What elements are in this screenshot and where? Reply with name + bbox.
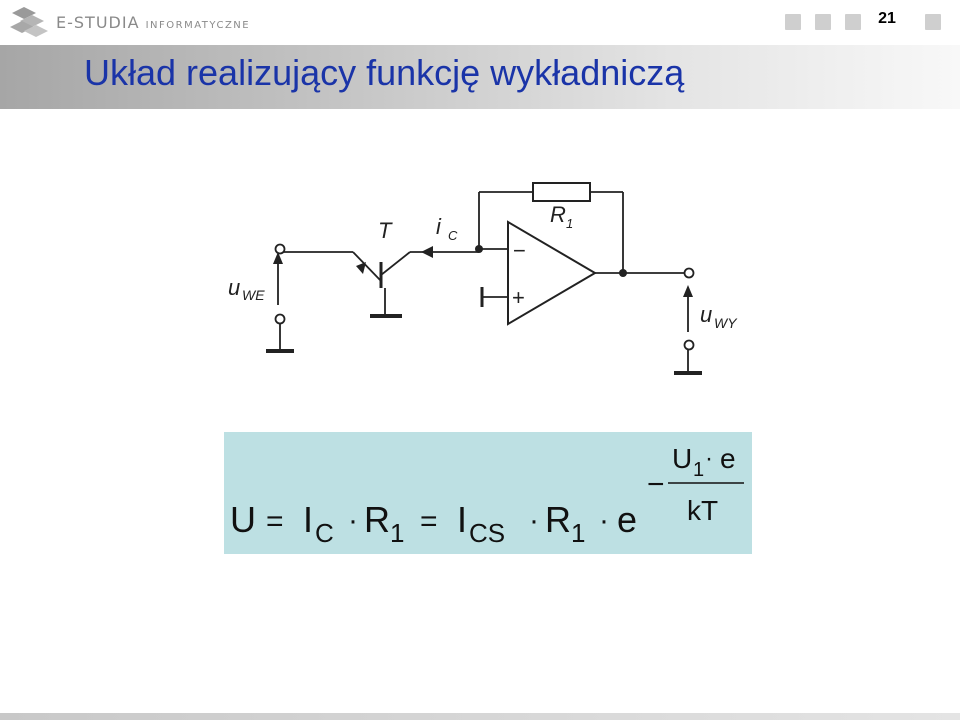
formula-box: U = I C · R 1 = I CS · R 1 · e − U 1 · e… xyxy=(224,432,752,554)
output-terminal-bottom xyxy=(683,339,695,351)
input-voltage-arrowhead xyxy=(273,252,283,264)
emitter-arrowhead xyxy=(356,262,366,274)
formula-I: I xyxy=(303,499,313,540)
formula-e: e xyxy=(617,499,637,540)
input-terminal-bottom xyxy=(274,313,286,325)
output-voltage-label: u xyxy=(700,302,712,327)
formula-eq-1: = xyxy=(266,505,284,538)
nav-first-button[interactable] xyxy=(785,14,801,30)
page-number: 21 xyxy=(878,10,896,27)
junction-dot-input xyxy=(475,245,483,253)
output-ground-icon xyxy=(674,371,702,375)
output-voltage-sub: WY xyxy=(714,315,738,331)
formula-exp-U-sub: 1 xyxy=(693,459,704,481)
junction-dot-output xyxy=(619,269,627,277)
output-terminal-top xyxy=(683,267,695,279)
base-ground-icon xyxy=(370,314,402,318)
formula-R-sub: 1 xyxy=(390,518,404,548)
formula-exp-denominator: kT xyxy=(687,495,718,526)
bottom-bar xyxy=(0,713,960,720)
slide-title: Układ realizujący funkcję wykładniczą xyxy=(84,52,685,93)
nav-next-button[interactable] xyxy=(845,14,861,30)
title-bar xyxy=(0,45,960,109)
formula: U = I C · R 1 = I CS · R 1 · e − U 1 · e… xyxy=(230,443,744,548)
collector-current-sub: C xyxy=(448,228,458,243)
resistor-r1 xyxy=(532,182,591,202)
formula-exp-minus: − xyxy=(647,468,665,501)
input-terminal-top xyxy=(274,243,286,255)
collector-current-label: i xyxy=(436,214,442,239)
resistor-sub: 1 xyxy=(566,216,573,231)
resistor-label: R xyxy=(550,202,566,227)
logo: E-STUDIA INFORMATYCZNE xyxy=(10,4,280,40)
logo-main: E-STUDIA xyxy=(56,12,140,32)
transistor-collector xyxy=(380,251,411,276)
input-voltage-sub: WE xyxy=(242,287,265,303)
logo-text: E-STUDIA INFORMATYCZNE xyxy=(56,13,250,32)
formula-C: C xyxy=(315,518,334,548)
op-amp-triangle xyxy=(507,220,597,326)
formula-CS: CS xyxy=(469,518,505,548)
logo-sub: INFORMATYCZNE xyxy=(145,19,251,31)
nav-prev-button[interactable] xyxy=(815,14,831,30)
formula-exp-dot: · xyxy=(705,445,713,472)
formula-dot-3: · xyxy=(599,504,609,537)
current-arrowhead xyxy=(421,246,433,258)
input-ground-icon xyxy=(266,349,294,353)
output-voltage-arrowhead xyxy=(683,285,693,297)
circuit-diagram: T i C R 1 u WE u WY − + xyxy=(228,182,738,375)
formula-dot-1: · xyxy=(348,504,358,537)
formula-eq-2: = xyxy=(420,505,438,538)
transistor-emitter xyxy=(352,251,382,282)
formula-I2: I xyxy=(457,499,467,540)
formula-exp-e: e xyxy=(720,443,736,474)
nav-last-button[interactable] xyxy=(925,14,941,30)
formula-dot-2: · xyxy=(529,504,539,537)
formula-R2-sub: 1 xyxy=(571,518,585,548)
formula-U: U xyxy=(230,499,256,540)
logo-icon xyxy=(10,7,48,37)
transistor-label: T xyxy=(378,218,393,243)
op-amp-minus: − xyxy=(513,238,526,263)
formula-R2: R xyxy=(545,499,571,540)
input-voltage-label: u xyxy=(228,275,240,300)
op-amp-plus: + xyxy=(512,285,525,310)
formula-exp-U: U xyxy=(672,443,692,474)
formula-R: R xyxy=(364,499,390,540)
